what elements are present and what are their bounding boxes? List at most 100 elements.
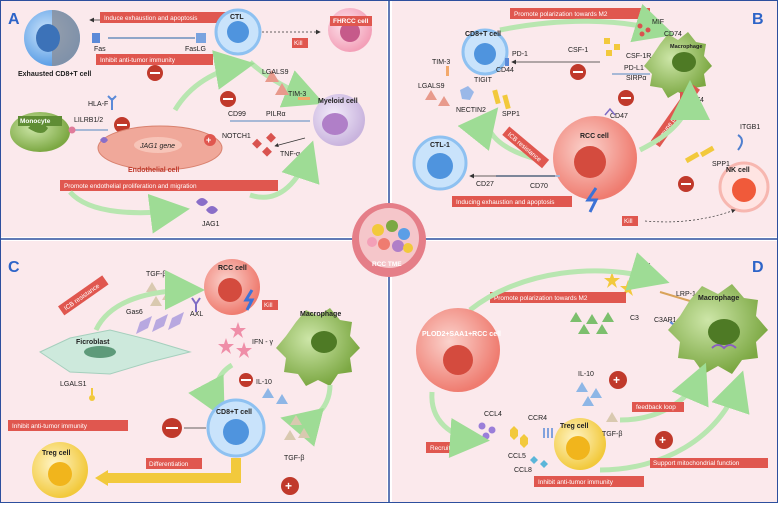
lgals1-ligand — [89, 395, 95, 401]
plus-d2 — [655, 431, 673, 449]
gas6-3 — [168, 312, 184, 330]
green-arrow-d3 — [429, 391, 490, 458]
differentiation-text: Differentiation — [149, 461, 189, 468]
tnf-diamond-1 — [252, 138, 262, 149]
tme-cell-4 — [378, 238, 390, 250]
c3-tri-5 — [596, 324, 608, 334]
ccl8-d-2 — [540, 460, 548, 468]
spp1b-label: SPP1 — [712, 161, 730, 168]
pd1-label: PD-1 — [512, 51, 528, 58]
fhrcc-label: FHRCC cell — [333, 18, 369, 25]
cd8-label-b: CD8+T cell — [465, 31, 501, 38]
treg-nucleus-c — [48, 462, 72, 486]
il10d-tri-1 — [576, 382, 588, 392]
recruit-text: Recruit — [430, 445, 450, 452]
faslg-label: FasLG — [185, 46, 206, 53]
rcc-nucleus-c — [218, 278, 242, 302]
ccl8-label: CCL8 — [514, 467, 532, 474]
inhibit-box-a — [96, 54, 213, 65]
tgfb-label-d: TGF-β — [602, 431, 622, 438]
spp1-b-2 — [502, 94, 511, 110]
minus-bar-b2 — [621, 97, 631, 99]
panel-letter-d: D — [752, 259, 764, 276]
plus-d1 — [609, 371, 627, 389]
promote-m2-text-d: Promote polarization towards M2 — [494, 295, 588, 302]
nk-nucleus — [732, 178, 756, 202]
ccl4-dot-2 — [488, 426, 496, 434]
c3-tri-2 — [586, 314, 598, 324]
monocyte-label: Monocyte — [20, 118, 51, 125]
ctl-label: CTL — [230, 14, 244, 21]
cd70-label: CD70 — [530, 183, 548, 190]
faslg-ligand — [196, 33, 206, 43]
ctl-nucleus — [227, 21, 249, 43]
il10-tri-1 — [262, 388, 274, 398]
plus-glyph-d2: + — [659, 433, 666, 447]
csf1r-label: CSF-1R — [626, 53, 651, 60]
il10d-tri-2 — [590, 388, 602, 398]
plus-glyph-d1: + — [613, 373, 620, 387]
cd8-nucleus-b — [474, 43, 496, 65]
kill-box-b — [622, 216, 638, 226]
inhibit-box-d — [534, 476, 644, 487]
lilrb-label: LILRB1/2 — [74, 117, 103, 124]
inhibit-text-d: Inhibit anti-tumor immunity — [538, 479, 614, 486]
ctl1-label: CTL-1 — [430, 142, 450, 149]
macrophage-label-c: Macrophage — [300, 311, 341, 318]
minus-bar-a2 — [223, 98, 233, 100]
csf1-sq-1 — [604, 38, 610, 44]
tme-inner — [359, 208, 419, 268]
plus-c — [281, 477, 299, 495]
c3-label: C3 — [630, 315, 639, 322]
green-arrow-d4 — [599, 370, 750, 473]
rcc-label-c: RCC cell — [218, 265, 247, 272]
plus-a — [204, 134, 216, 146]
rcc-label-b: RCC cell — [580, 133, 609, 140]
ccl4-label: CCL4 — [484, 411, 502, 418]
il10-tri-2 — [276, 394, 288, 404]
monocyte-label-box — [18, 116, 62, 126]
icb-box-b — [502, 126, 550, 169]
green-arrow-a3 — [68, 190, 190, 234]
fas-receptor — [92, 33, 100, 43]
tgfb2-tri-1 — [290, 415, 302, 425]
gas6-2 — [152, 314, 168, 332]
kill-bolt-c — [243, 289, 255, 311]
mif-label-1: MIF — [652, 19, 664, 26]
tim3-label-b: TIM-3 — [432, 59, 450, 66]
ccl8-d-1 — [530, 456, 538, 464]
myeloid-label: Myeloid cell — [318, 98, 358, 105]
tnfa-label: TNF-α — [280, 151, 300, 158]
tme-cell-2 — [386, 220, 398, 232]
tim3-receptor-a — [298, 97, 310, 100]
promote-m2-text-b: Promote polarization towards M2 — [514, 11, 608, 18]
lgals9-tri-b1 — [425, 90, 437, 100]
endothelial-nucleus — [134, 137, 182, 153]
plus-glyph-a: + — [206, 135, 211, 145]
macrophage-nucleus-c — [311, 331, 337, 353]
c3-tri-1 — [570, 312, 582, 322]
itgb1-label: ITGB1 — [740, 124, 760, 131]
kill-text-c: Kill — [264, 302, 273, 309]
notch1-label: NOTCH1 — [222, 133, 251, 140]
il10d-tri-3 — [582, 396, 594, 406]
tgfbd-tri-1 — [606, 412, 618, 422]
induce-box — [100, 12, 228, 23]
cd27-label: CD27 — [476, 181, 494, 188]
feedback-box — [632, 402, 684, 412]
mitochondria-d — [711, 344, 737, 350]
il10-label-c: IL-10 — [256, 379, 272, 386]
green-arrow-c1 — [93, 270, 205, 332]
nectin2-shape — [460, 86, 474, 100]
lilrb-receptor — [68, 126, 76, 134]
mif-dot-2 — [645, 27, 651, 33]
cd8-nucleus-c — [223, 419, 249, 445]
differentiation-arrow — [105, 458, 241, 483]
jag1-ligand-1 — [196, 198, 208, 206]
support-box — [650, 458, 768, 468]
exhausted-shade — [52, 10, 80, 66]
macrophage-nucleus-b — [672, 52, 696, 72]
gas6-1 — [136, 316, 152, 334]
inhibit-text-a: Inhibit anti-tumor immunity — [100, 57, 176, 64]
